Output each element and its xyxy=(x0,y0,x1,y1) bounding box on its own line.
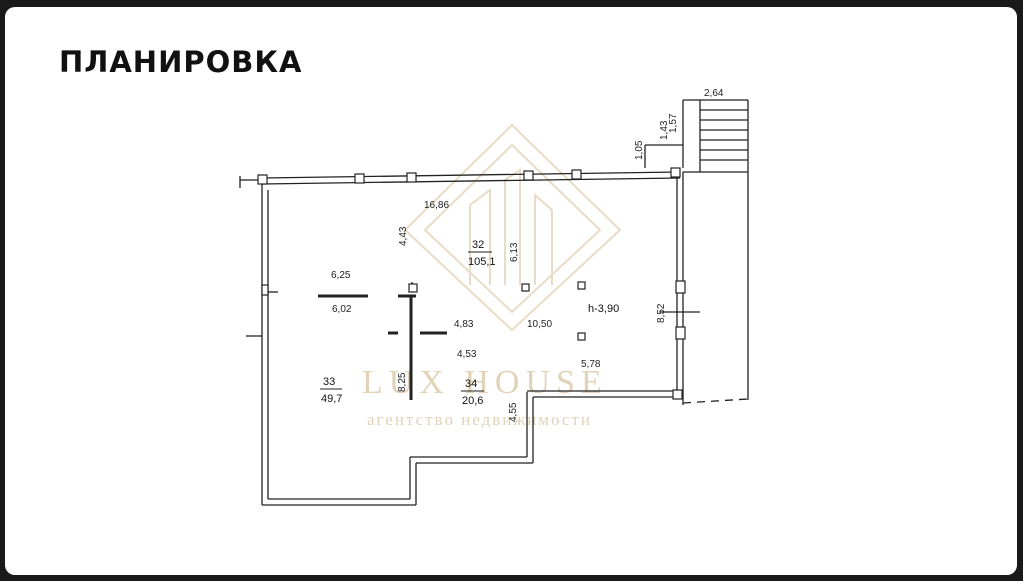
dimension-label: 6,02 xyxy=(332,304,352,315)
ceiling-height: h-3,90 xyxy=(588,303,619,315)
plan-frame: ПЛАНИРОВКА LUX HOUSE агентство недвижимо… xyxy=(5,7,1017,575)
dimension-label: 2,64 xyxy=(704,88,724,99)
dimension-label: 1,05 xyxy=(634,140,645,160)
interior-pillars xyxy=(521,281,586,341)
room-area: 49,7 xyxy=(321,393,342,405)
room-34: 34 20,6 xyxy=(461,378,484,407)
room-area: 105,1 xyxy=(468,256,496,268)
dimension-label: 10,50 xyxy=(527,319,552,330)
dimension-label: 6,13 xyxy=(509,242,520,262)
floor-plan: LUX HOUSE агентство недвижимости xyxy=(239,88,749,506)
room-number: 34 xyxy=(465,378,477,390)
dimension-label: 4,43 xyxy=(398,226,409,246)
watermark-logo xyxy=(403,123,622,332)
dimension-label: 4,53 xyxy=(457,349,477,360)
dimension-label: 6,25 xyxy=(331,270,351,281)
dimension-label: 8,52 xyxy=(656,303,667,323)
room-32: 32 105,1 xyxy=(468,239,496,268)
room-33: 33 49,7 xyxy=(320,376,342,405)
room-number: 33 xyxy=(323,376,335,388)
dimension-label: 1,57 xyxy=(668,113,679,133)
wall-columns xyxy=(257,167,686,400)
dimension-label: 5,78 xyxy=(581,359,601,370)
walls xyxy=(239,99,749,506)
dimension-label: 16,86 xyxy=(424,200,449,211)
dimension-label: 8,25 xyxy=(397,372,408,392)
dimension-label: 4,55 xyxy=(508,402,519,422)
room-number: 32 xyxy=(472,239,484,251)
dimension-labels: 16,86 4,43 6,13 6,25 6,02 4,83 10,50 8,5… xyxy=(331,88,724,422)
dimension-label: 4,83 xyxy=(454,319,474,330)
page-title: ПЛАНИРОВКА xyxy=(59,45,303,79)
dimension-label: 1,43 xyxy=(659,120,670,140)
watermark-name: LUX HOUSE xyxy=(362,364,608,401)
watermark-tagline: агентство недвижимости xyxy=(367,410,592,429)
room-area: 20,6 xyxy=(462,395,483,407)
